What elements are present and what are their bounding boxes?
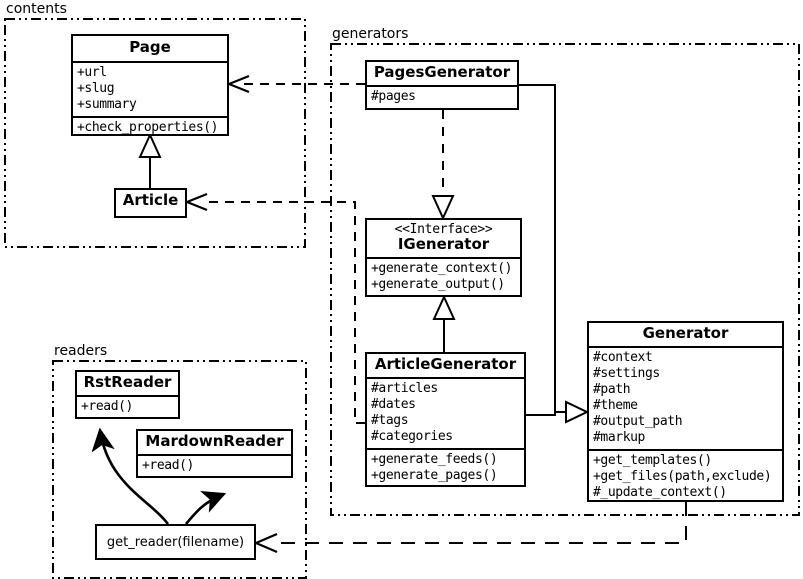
class-attribute: #tags [371,412,409,428]
class-method: +read() [142,457,194,473]
class-attribute: #categories [371,428,453,444]
class-method: +read() [81,398,133,414]
class-name-page: Page [129,38,171,56]
class-name-igenerator: <<Interface>> IGenerator [367,220,520,257]
class-box-mardown-reader[interactable]: MardownReader +read() [136,429,293,478]
class-attribute: #theme [593,397,638,413]
class-name-article: Article [122,191,179,209]
class-attribute: #path [593,381,631,397]
class-methods-igenerator: +generate_context() +generate_output() [367,257,520,296]
class-attribute: #markup [593,429,645,445]
class-box-pages-generator[interactable]: PagesGenerator #pages [365,60,519,110]
class-method: +generate_pages() [371,467,498,483]
function-box-get-reader[interactable]: get_reader(filename) [95,524,256,560]
class-attribute: #output_path [593,413,683,429]
class-attribute: #articles [371,380,438,396]
class-name-rst-reader: RstReader [83,373,172,391]
class-attribute: #settings [593,365,660,381]
class-attribute: +summary [77,96,137,112]
class-attribute: +url [77,64,107,80]
class-methods-rst-reader: +read() [77,394,178,418]
class-attributes-pages-generator: #pages [367,84,517,108]
class-attributes-generator: #context #settings #path #theme #output_… [589,345,782,449]
class-method: +generate_feeds() [371,451,498,467]
relationship-generator-uses-get_reader [255,502,687,554]
class-attribute: #pages [371,88,416,104]
class-box-generator[interactable]: Generator #context #settings #path #them… [587,321,784,502]
class-attributes-page: +url +slug +summary [73,60,227,116]
class-box-rst-reader[interactable]: RstReader +read() [75,370,180,419]
class-method: #_update_context() [593,484,727,500]
class-method: +get_templates() [593,452,712,468]
class-method: +generate_output() [371,277,505,293]
relationship-pagesgenerator-uses-page [228,74,365,94]
class-method: +check_properties() [77,119,219,135]
class-method: +get_files(path,exclude) [593,468,772,484]
relationship-pagesgenerator-extends-generator [519,84,568,413]
class-box-article[interactable]: Article [114,188,187,218]
class-methods-mardown-reader: +read() [138,453,291,477]
class-box-page[interactable]: Page +url +slug +summary +check_properti… [71,34,229,136]
relationship-pagesgenerator-realizes-igenerator [431,110,455,221]
class-name-generator: Generator [642,324,729,342]
class-name-text-igenerator: IGenerator [397,234,490,253]
class-name-article-generator: ArticleGenerator [374,355,517,373]
relationship-article-extends-page [138,132,162,188]
class-methods-article-generator: +generate_feeds() +generate_pages() [367,447,524,487]
class-attribute: #dates [371,396,416,412]
class-attributes-article-generator: #articles #dates #tags #categories [367,376,524,448]
package-label-readers: readers [52,343,110,359]
class-box-article-generator[interactable]: ArticleGenerator #articles #dates #tags … [365,352,526,487]
relationship-articlegenerator-extends-igenerator [432,294,456,352]
package-label-generators: generators [330,26,411,42]
class-name-mardown-reader: MardownReader [145,432,284,450]
class-method: +generate_context() [371,261,513,277]
class-methods-generator: +get_templates() +get_files(path,exclude… [589,448,782,504]
class-attribute: +slug [77,80,115,96]
class-methods-page: +check_properties() [73,115,227,139]
relationship-get_reader-returns-mardownreader [185,490,227,525]
package-label-contents: contents [4,1,69,17]
class-box-igenerator[interactable]: <<Interface>> IGenerator +generate_conte… [365,218,522,297]
class-name-pages-generator: PagesGenerator [373,63,511,81]
relationship-articlegenerator-uses-article [186,192,365,424]
class-attribute: #context [593,349,653,365]
relationship-articlegenerator-extends-generator [526,400,590,424]
